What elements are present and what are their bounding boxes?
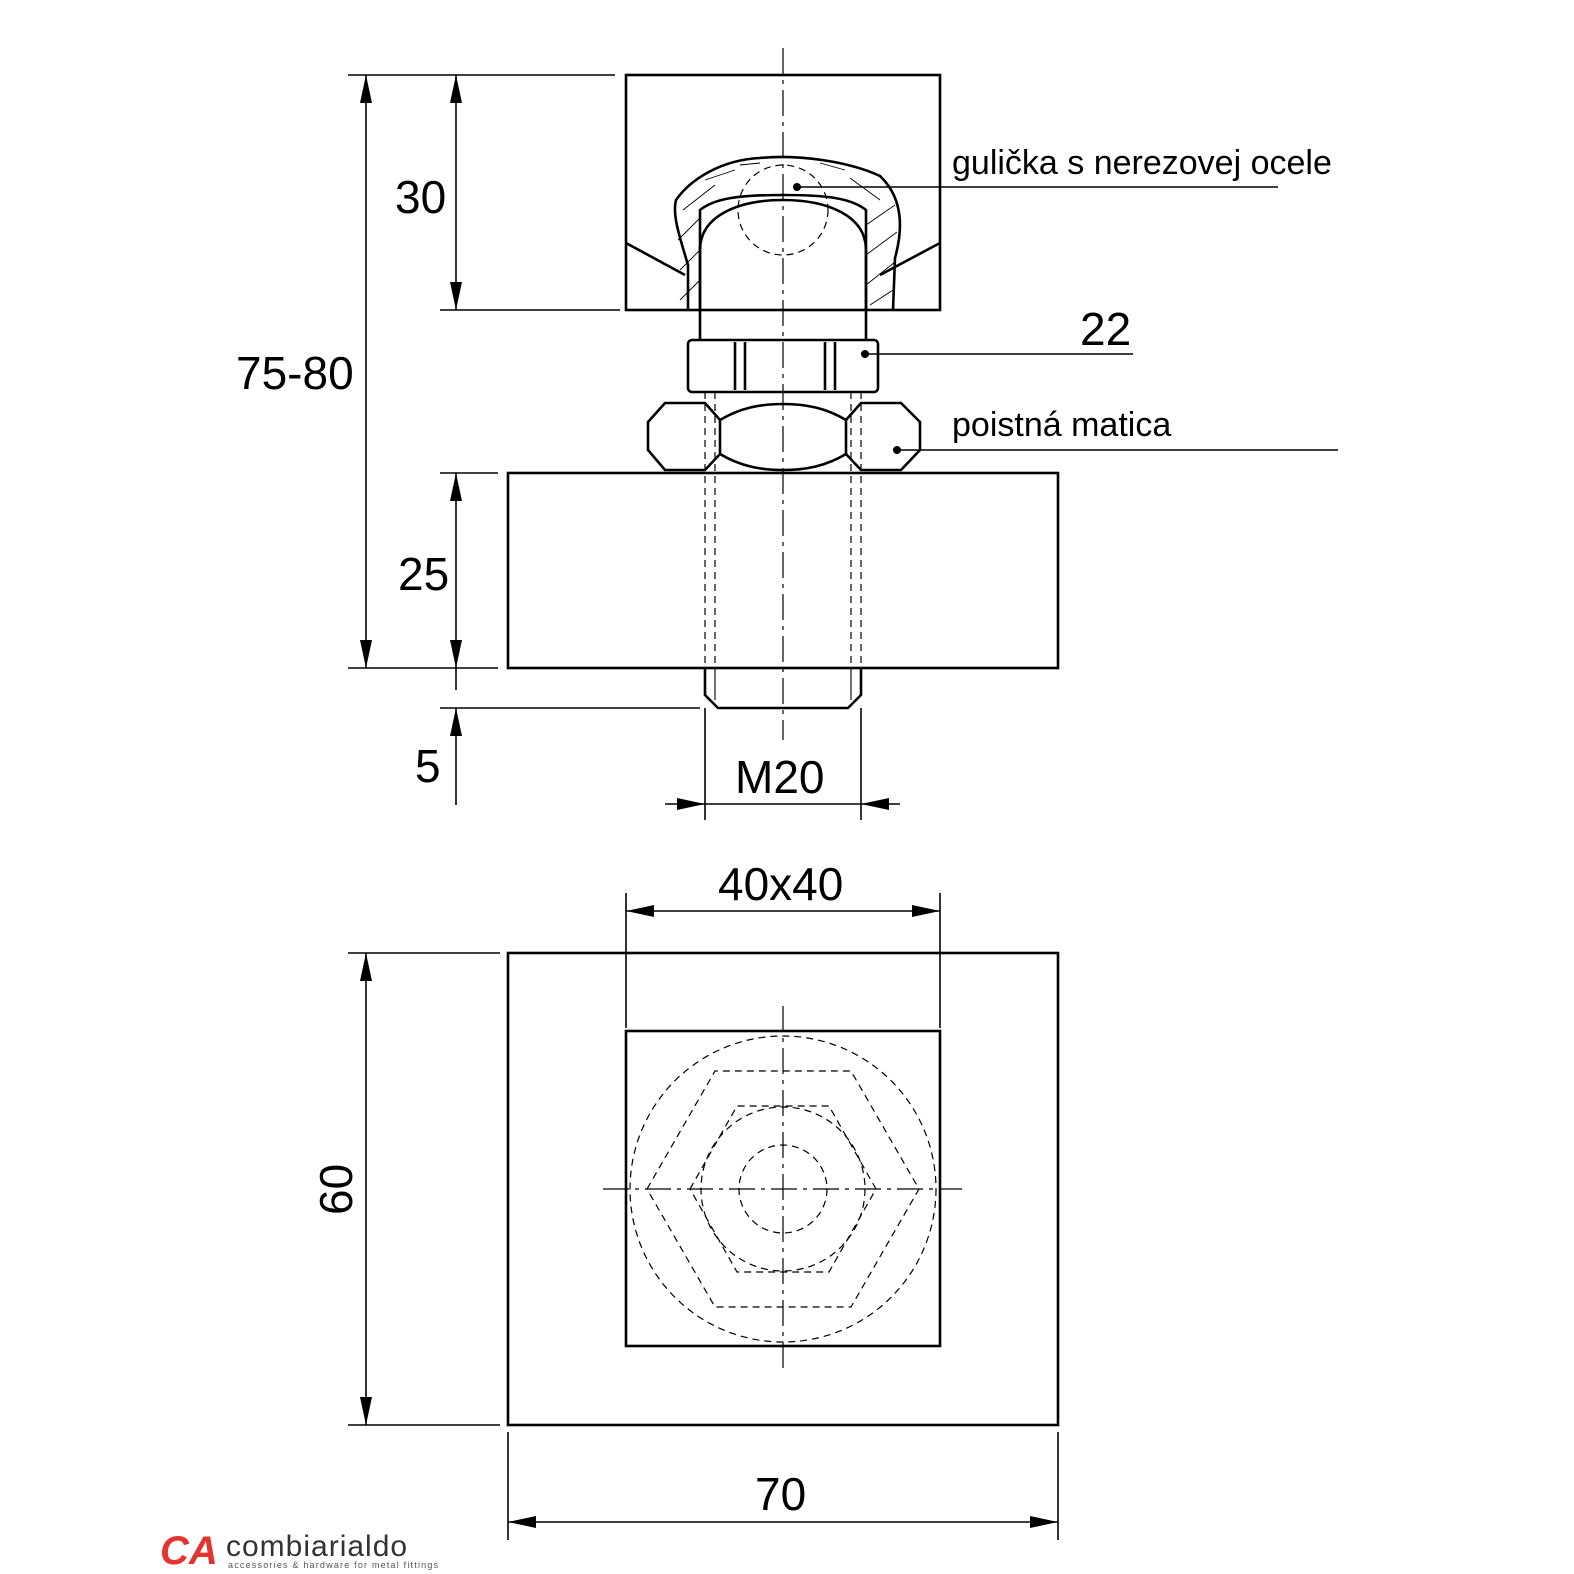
logo-name: combiarialdo [226,1530,408,1563]
lock-nut [646,401,922,472]
dim-text-top-height: 30 [395,171,446,223]
plate-top-outline [506,951,1060,1427]
side-view: 30 75-80 22 25 5 M20 gulička s nerezovej… [236,48,1338,820]
cap-socket [698,193,868,310]
lock-nut-circle [629,1035,937,1343]
dim-text-base-height: 25 [398,548,449,600]
dim-text-hex-size: 22 [1080,303,1131,355]
dim-text-thread: M20 [735,751,824,803]
brand-logo: CA combiarialdo accessories & hardware f… [160,1529,439,1573]
hex-nut-22 [686,338,880,394]
dim-text-protrusion: 5 [415,740,441,792]
steel-ball [737,164,829,256]
callout-ball-label: gulička s nerezovej ocele [952,144,1332,182]
logo-mark: CA [160,1529,218,1573]
hex-nut-22-outline [689,1105,877,1273]
top-view: 40x40 60 70 [310,858,1060,1540]
logo-tagline: accessories & hardware for metal fitting… [228,1560,439,1570]
section-hatching [677,162,898,306]
bolt-head [698,198,868,340]
dim-text-plate-depth: 60 [310,1164,362,1215]
cap-body [624,73,942,312]
dim-text-overall-height: 75-80 [236,347,354,399]
dim-text-cap-size: 40x40 [718,858,843,910]
callout-lock-nut-label: poistná matica [952,406,1171,444]
dim-text-plate-width: 70 [755,1468,806,1520]
base-plate [506,471,1060,670]
lock-nut-hex [646,1070,920,1308]
threaded-stud-end [703,668,863,710]
cap-section-outline [673,155,902,311]
